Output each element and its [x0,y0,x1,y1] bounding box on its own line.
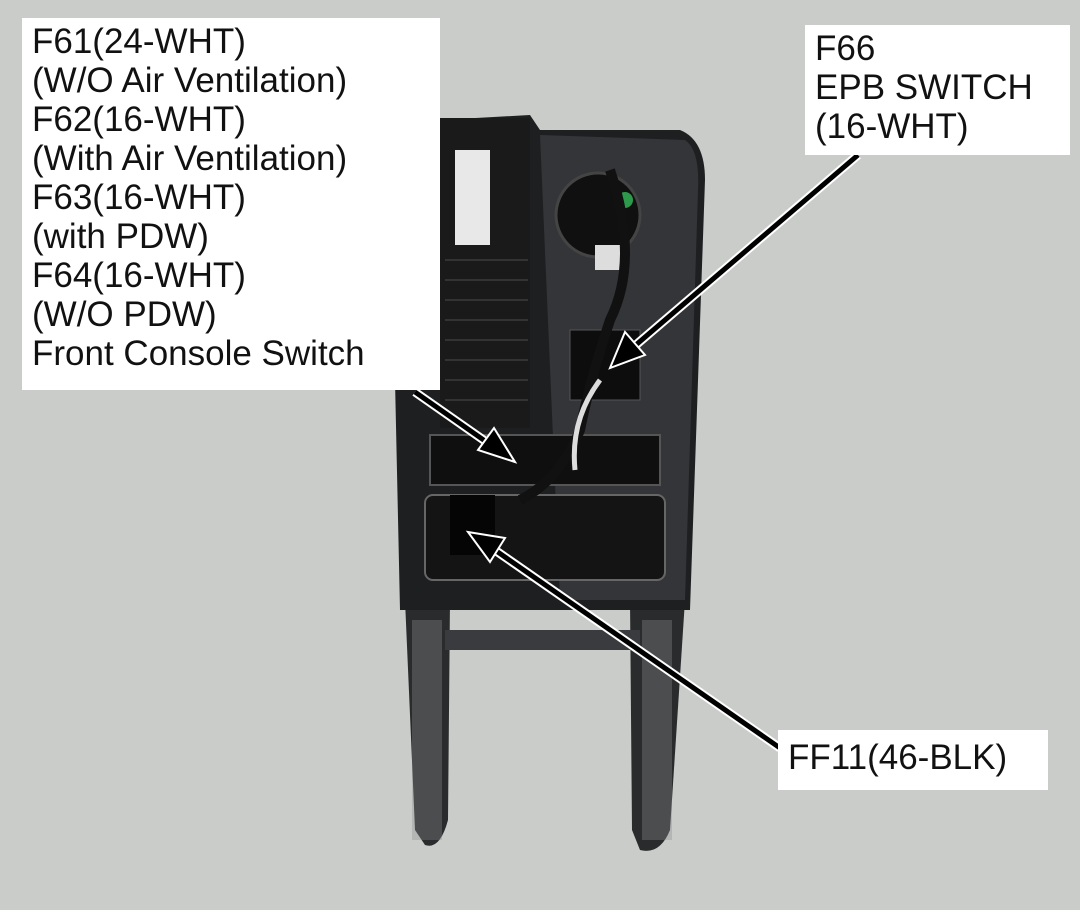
callout-line: FF11(46-BLK) [788,738,1008,777]
callout-line: F63(16-WHT) [32,178,246,217]
arrow-front-console [412,388,518,464]
callout-line: (with PDW) [32,217,209,256]
callout-front-console-switch: F61(24-WHT) (W/O Air Ventilation) F62(16… [22,18,440,390]
console-left-leg [405,600,450,846]
callout-line: EPB SWITCH [815,68,1033,107]
callout-line: (16-WHT) [815,107,969,146]
callout-line: Front Console Switch [32,334,365,373]
callout-line: F61(24-WHT) [32,22,246,61]
callout-epb-switch: F66 EPB SWITCH (16-WHT) [805,25,1070,155]
callout-ff11: FF11(46-BLK) [778,730,1048,790]
arrow-epb [608,151,861,370]
callout-line: (W/O PDW) [32,295,217,334]
callout-line: F62(16-WHT) [32,100,246,139]
callout-line: (W/O Air Ventilation) [32,61,348,100]
callout-line: F64(16-WHT) [32,256,246,295]
arrow-ff11 [465,530,783,752]
console-right-leg [630,600,685,851]
callout-line: F66 [815,29,876,68]
callout-line: (With Air Ventilation) [32,139,348,178]
